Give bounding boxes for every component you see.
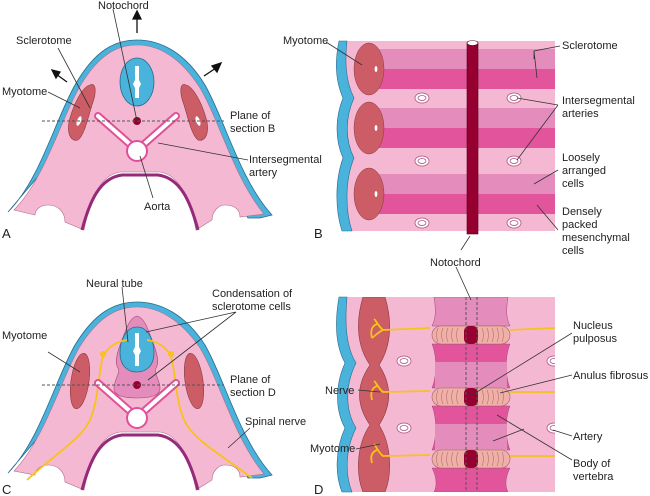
- sclerotome-bands-b: [375, 49, 555, 214]
- label-nerve-d: Nerve: [325, 385, 354, 397]
- neural-canal-c: [133, 333, 141, 366]
- panel-c: Neural tube Condensation of sclerotome c…: [2, 278, 306, 496]
- label-plane-a-1: Plane of: [230, 110, 271, 122]
- tissue-body-a: [13, 44, 265, 231]
- leader-notochord-d: [455, 266, 472, 301]
- label-dense-b-4: cells: [562, 245, 585, 257]
- label-sclerotome-a: Sclerotome: [16, 35, 72, 47]
- leader-spinal-nerve-c: [227, 427, 251, 449]
- arteries-c: [94, 379, 180, 429]
- label-dense-b-1: Densely: [562, 206, 602, 218]
- leader-neural-tube-c: [121, 286, 129, 343]
- label-arteries-b-2: arteries: [562, 108, 599, 120]
- label-loose-b-3: cells: [562, 178, 585, 190]
- ectoderm-d: [336, 296, 357, 493]
- leader-myotome-c: [47, 351, 81, 373]
- label-neural-tube-c: Neural tube: [86, 278, 143, 290]
- nucleus-pulposus-d-1: [464, 326, 478, 344]
- panel-letter-b: B: [314, 226, 323, 241]
- leader-arteries-b: [516, 97, 559, 161]
- myotome-b-1: [353, 42, 385, 96]
- neural-canal-a: [133, 66, 141, 98]
- leader-dense-b: [536, 204, 559, 231]
- vertebral-bodies-d: [431, 297, 511, 492]
- panel-a: Notochord Sclerotome Myotome Plane of se…: [2, 0, 322, 241]
- label-notochord-d: Notochord: [430, 257, 481, 269]
- leader-sclerotome-b: [533, 45, 561, 79]
- label-body-d-2: vertebra: [573, 471, 614, 483]
- panel-d: Notochord Nucleus pulposus Anulus fibros…: [310, 257, 649, 496]
- label-condensation-c-2: sclerotome cells: [212, 301, 291, 313]
- leader-condensation-c: [145, 311, 237, 381]
- label-loose-b-2: arranged: [562, 165, 606, 177]
- leader-interseg-a: [157, 142, 249, 161]
- leader-loose-b: [533, 169, 559, 185]
- panel-letter-c: C: [2, 482, 11, 496]
- leader-nerve-d: [357, 389, 381, 393]
- panel-letter-d: D: [314, 482, 323, 496]
- label-sclerotome-b: Sclerotome: [562, 40, 618, 52]
- leader-myotome-d: [355, 443, 381, 450]
- myotome-right-a: [180, 84, 208, 141]
- panel-letter-a: A: [2, 226, 11, 241]
- label-notochord-a: Notochord: [98, 0, 149, 12]
- label-plane-a-2: section B: [230, 123, 275, 135]
- label-nucleus-d-2: pulposus: [573, 333, 618, 345]
- gut-wall-a: [80, 173, 200, 231]
- leader-myotome-b: [325, 41, 363, 66]
- label-myotome-b: Myotome: [283, 35, 328, 47]
- myotome-b-2: [353, 101, 385, 155]
- gut-wall-c: [80, 433, 200, 491]
- myotome-b-3: [353, 167, 385, 221]
- label-dense-b-2: packed: [562, 219, 597, 231]
- label-aorta-a: Aorta: [144, 201, 171, 213]
- spinal-nerves-c: [26, 339, 253, 481]
- leader-anulus-d: [499, 374, 573, 394]
- label-myotome-a: Myotome: [2, 86, 47, 98]
- leader-aorta-a: [139, 155, 154, 199]
- ectoderm-b: [336, 40, 355, 232]
- artery-rings-d: [396, 355, 555, 434]
- label-loose-b-1: Loosely: [562, 152, 600, 164]
- label-condensation-c-1: Condensation of: [212, 288, 293, 300]
- growth-arrows-a: [50, 9, 223, 83]
- label-myotome-c: Myotome: [2, 330, 47, 342]
- label-artery-d: Artery: [573, 431, 603, 443]
- myotome-left-c: [69, 352, 91, 410]
- ganglion-left-c: [100, 351, 106, 357]
- label-arteries-b-1: Intersegmental: [562, 95, 635, 107]
- nucleus-pulposus-d-2: [464, 388, 478, 406]
- label-plane-c-1: Plane of: [230, 374, 271, 386]
- leader-notochord-a: [112, 8, 138, 122]
- panel-b: Myotome Sclerotome Intersegmental arteri…: [283, 35, 635, 257]
- label-dense-b-3: mesenchymal: [562, 232, 630, 244]
- label-body-d-1: Body of: [573, 458, 611, 470]
- label-interseg-a-2: artery: [249, 167, 278, 179]
- leader-sclerotome-a: [57, 47, 91, 109]
- label-anulus-d: Anulus fibrosus: [573, 370, 649, 382]
- ganglion-right-c: [168, 351, 174, 357]
- leader-body-vertebra-d: [492, 414, 573, 461]
- leader-artery-d: [552, 429, 573, 437]
- myotome-right-c: [183, 352, 205, 410]
- myotome-left-a: [68, 84, 96, 141]
- label-spinal-nerve-c: Spinal nerve: [245, 416, 306, 428]
- leader-myotome-a: [47, 91, 81, 109]
- tissue-body-c: [13, 306, 265, 491]
- label-myotome-d: Myotome: [310, 443, 355, 455]
- artery-rings-b: [414, 92, 522, 229]
- myotome-d: [358, 297, 390, 492]
- label-nucleus-d-1: Nucleus: [573, 320, 613, 332]
- notochord-rod-b: [466, 42, 479, 235]
- leader-nucleus-d: [471, 332, 573, 396]
- leader-notochord-b: [460, 235, 471, 251]
- nucleus-pulposus-d-3: [464, 450, 478, 468]
- label-interseg-a-1: Intersegmental: [249, 154, 322, 166]
- label-plane-c-2: section D: [230, 387, 276, 399]
- intervertebral-discs-d: [431, 325, 511, 469]
